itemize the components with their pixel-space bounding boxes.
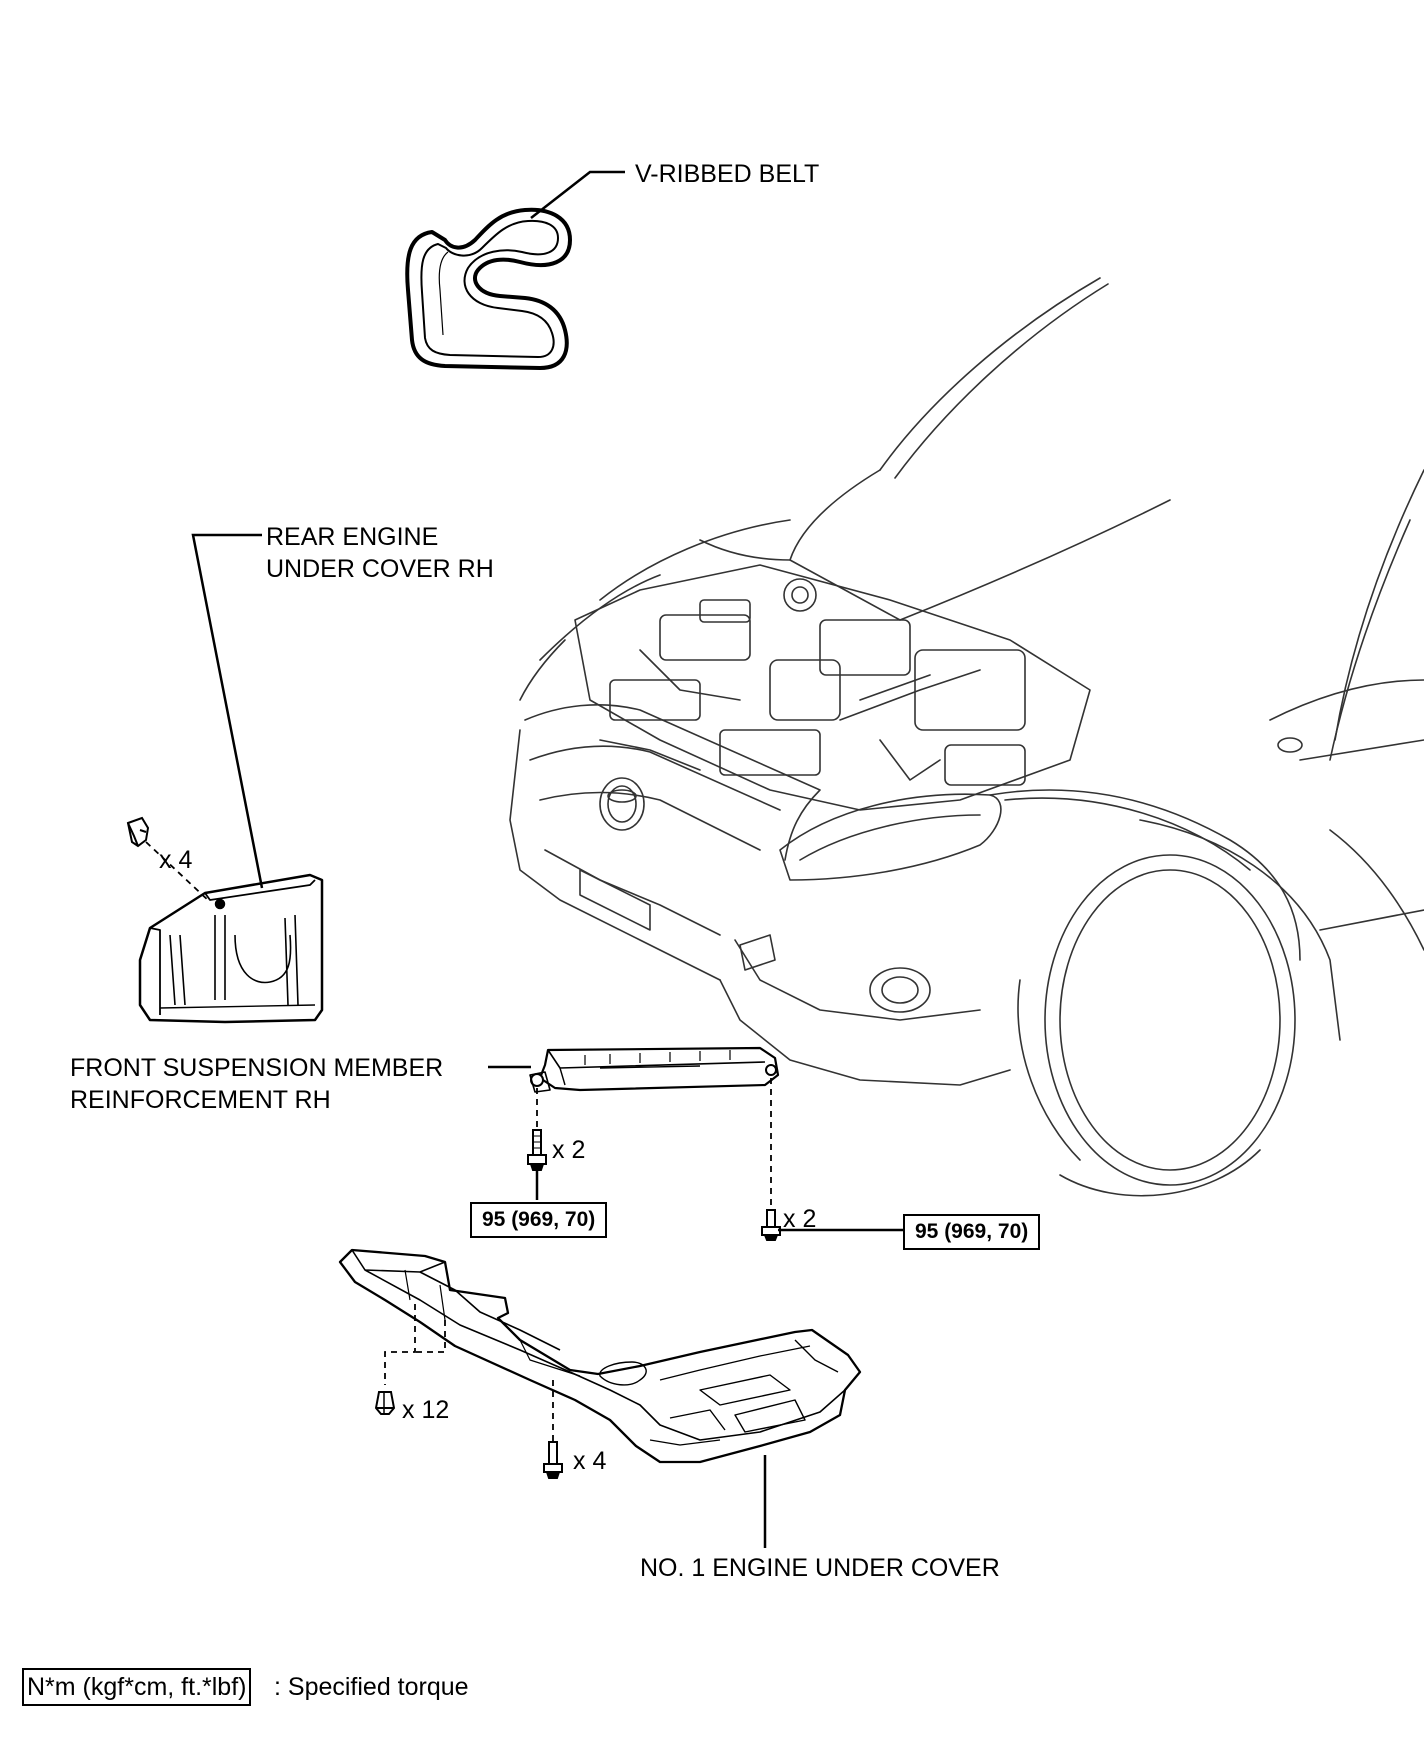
engine-under-cover-drawing — [338, 1248, 862, 1464]
reinforcement-label-line2: REINFORCEMENT RH — [70, 1086, 331, 1114]
torque-spec-right: 95 (969, 70) — [903, 1214, 1041, 1250]
under-cover-bolt-icon — [543, 1441, 563, 1479]
rear-cover-dashed-line — [145, 841, 211, 903]
reinforcement-label-line1: FRONT SUSPENSION MEMBER — [70, 1054, 444, 1082]
left-bolt-icon — [527, 1129, 547, 1171]
right-bolt-quantity: x 2 — [783, 1205, 817, 1233]
torque-spec-left: 95 (969, 70) — [470, 1202, 608, 1238]
rear-engine-under-cover-label-line1: REAR ENGINE — [266, 523, 439, 551]
v-ribbed-belt-label: V-RIBBED BELT — [635, 160, 820, 188]
vehicle-drawing — [509, 277, 1424, 1197]
legend-torque-box: N*m (kgf*cm, ft.*lbf) — [22, 1668, 252, 1706]
left-bolt-quantity: x 2 — [552, 1136, 586, 1164]
legend-torque-text: : Specified torque — [274, 1673, 469, 1701]
right-bolt-icon — [761, 1209, 781, 1241]
rear-engine-under-cover-drawing — [138, 873, 324, 1024]
rear-engine-under-cover-label-line2: UNDER COVER RH — [266, 555, 494, 583]
under-cover-clip-icon — [374, 1391, 396, 1415]
under-cover-clip-quantity: x 12 — [402, 1396, 450, 1424]
rear-cover-clip-quantity: x 4 — [159, 846, 193, 874]
leader-lines — [191, 170, 903, 1548]
v-ribbed-belt-drawing — [405, 207, 572, 370]
rear-cover-clip-icon — [126, 816, 150, 848]
reinforcement-drawing — [529, 1046, 780, 1093]
engine-under-cover-label: NO. 1 ENGINE UNDER COVER — [640, 1554, 1000, 1582]
under-cover-dashed-line-clips — [384, 1304, 416, 1385]
under-cover-bolt-quantity: x 4 — [573, 1447, 607, 1475]
